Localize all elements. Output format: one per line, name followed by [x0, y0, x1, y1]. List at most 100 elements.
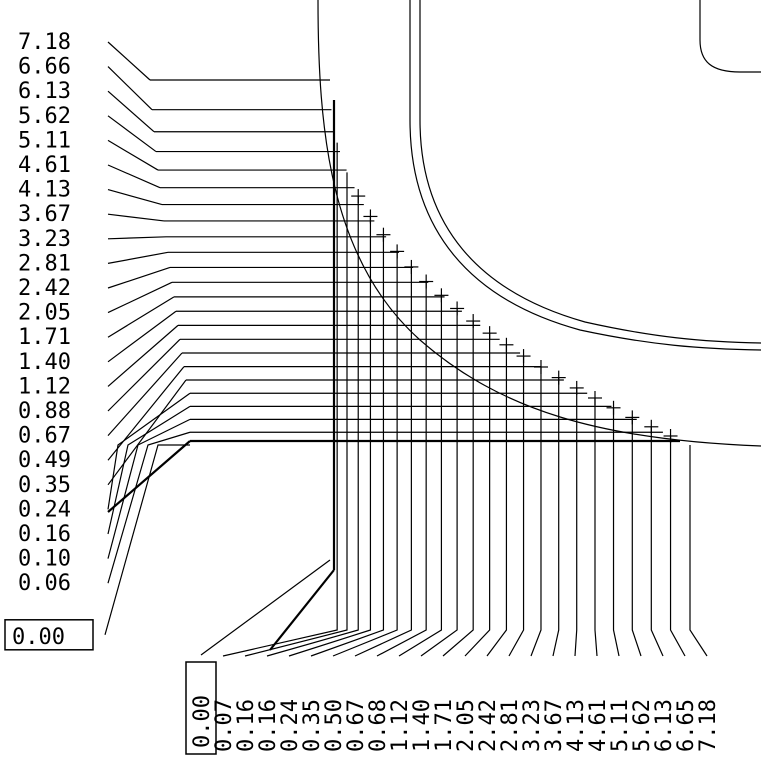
left-leader: [107, 366, 185, 461]
bottom-leader: [332, 600, 398, 657]
bottom-leader: [222, 600, 338, 657]
bottom-leader: [200, 559, 331, 656]
left-leader: [107, 66, 153, 111]
bottom-leader: [442, 600, 474, 657]
left-label: 3.23: [18, 227, 71, 252]
bottom-label: 2.05: [454, 699, 479, 752]
bottom-leader: [244, 600, 348, 657]
bottom-label: 0.50: [322, 699, 347, 752]
boxed-zero-label-bottom: [185, 661, 217, 755]
bottom-leader-lines: [200, 559, 708, 657]
bottom-leader: [310, 600, 385, 657]
bottom-leader: [464, 600, 491, 657]
boundary-curves: [317, 0, 761, 447]
bottom-label: 0.67: [344, 699, 369, 752]
left-leader: [107, 324, 179, 387]
bottom-leader: [612, 600, 620, 657]
bottom-label: 0.68: [366, 699, 391, 752]
bottom-leader: [508, 600, 525, 657]
left-label: 2.81: [18, 251, 71, 276]
left-leader: [107, 41, 151, 81]
bottom-leader: [669, 600, 686, 657]
left-leader: [107, 405, 191, 535]
bottom-leader: [266, 600, 359, 657]
bottom-label: 0.24: [278, 699, 303, 752]
left-label: 4.61: [18, 153, 71, 178]
bottom-label: 0.07: [212, 699, 237, 752]
bottom-leader: [650, 600, 664, 657]
bottom-label: 0.16: [256, 699, 281, 752]
left-label: 6.66: [18, 55, 71, 80]
left-leader: [107, 418, 191, 559]
left-leader: [107, 392, 191, 510]
boxed-zero-label-left: [4, 619, 94, 651]
bottom-label: 7.18: [696, 699, 721, 752]
left-leader: [107, 213, 165, 222]
left-label: 0.88: [18, 399, 71, 424]
left-leader: [107, 115, 157, 153]
left-label: 4.13: [18, 178, 71, 203]
left-label: 1.71: [18, 325, 71, 350]
left-label: 0.49: [18, 448, 71, 473]
bottom-leader: [594, 600, 598, 657]
bottom-leader: [288, 600, 372, 657]
left-label: 2.05: [18, 301, 71, 326]
left-leader: [107, 296, 175, 338]
bottom-label: 4.61: [586, 699, 611, 752]
bottom-label: 4.13: [564, 699, 589, 752]
left-label: 7.18: [18, 30, 71, 55]
left-label: 5.62: [18, 104, 71, 129]
left-label: 0.00: [12, 625, 65, 650]
left-leader: [107, 90, 155, 133]
left-label: 0.24: [18, 497, 71, 522]
bottom-label: 1.71: [432, 699, 457, 752]
bottom-leader: [530, 600, 542, 657]
left-leader: [107, 281, 173, 314]
left-leader: [107, 338, 181, 412]
bottom-label: 2.81: [498, 699, 523, 752]
bottom-label: 0.35: [300, 699, 325, 752]
contour-grid: [107, 79, 691, 651]
left-leader-lines: [104, 41, 191, 635]
left-leader: [107, 310, 177, 363]
bottom-leader: [486, 600, 508, 657]
left-leader: [107, 266, 171, 289]
left-leader: [107, 189, 163, 206]
left-leader: [107, 139, 159, 171]
bottom-label: 5.11: [608, 699, 633, 752]
left-label: 3.67: [18, 202, 71, 227]
left-label: 1.12: [18, 374, 71, 399]
left-label-column: 7.186.666.135.625.114.614.133.673.232.81…: [4, 30, 94, 651]
left-label: 0.67: [18, 424, 71, 449]
left-label: 0.16: [18, 522, 71, 547]
left-label: 0.10: [18, 547, 71, 572]
bottom-leader: [552, 600, 560, 657]
bottom-label: 6.65: [674, 699, 699, 752]
left-label: 2.42: [18, 276, 71, 301]
left-leader: [107, 379, 187, 486]
bottom-label: 0.16: [234, 699, 259, 752]
bottom-label: 1.12: [388, 699, 413, 752]
left-label: 1.40: [18, 350, 71, 375]
left-label: 0.35: [18, 473, 71, 498]
bottom-leader: [574, 600, 578, 657]
bottom-leader: [354, 600, 412, 657]
bottom-label: 2.42: [476, 699, 501, 752]
left-leader: [107, 164, 161, 189]
bottom-leader: [398, 600, 443, 657]
base-vertical-leader: [269, 569, 335, 651]
bottom-leader: [631, 600, 642, 657]
left-leader: [107, 431, 191, 584]
bottom-label: 5.62: [630, 699, 655, 752]
bottom-label-row: 0.000.070.160.160.240.350.500.670.681.12…: [185, 661, 721, 755]
bottom-label: 3.67: [542, 699, 567, 752]
left-leader: [107, 236, 167, 240]
bottom-leader: [420, 600, 458, 657]
left-label: 0.06: [18, 571, 71, 596]
bottom-leader: [376, 600, 427, 657]
left-leader: [104, 444, 190, 635]
bottom-leader: [689, 600, 708, 657]
left-leader: [107, 352, 183, 437]
bottom-label: 3.23: [520, 699, 545, 752]
